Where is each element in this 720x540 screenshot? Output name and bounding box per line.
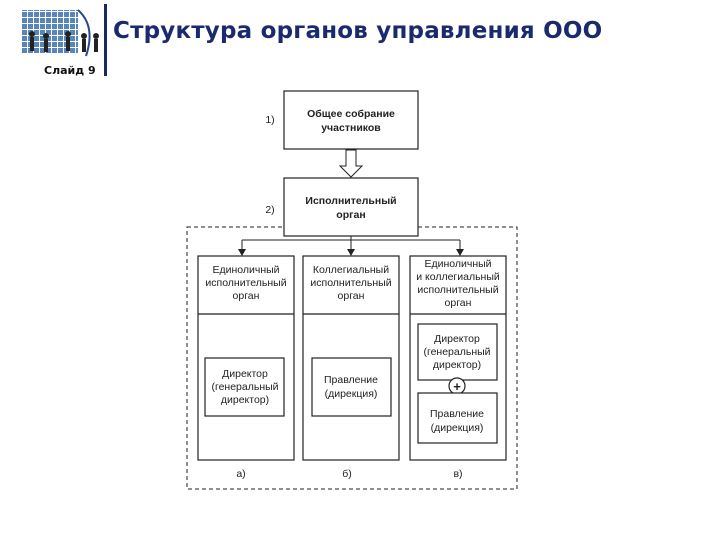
board-box-b (311, 357, 392, 417)
page-title: Структура органов управления ООО (113, 18, 603, 44)
column-c-title-line4: орган (445, 297, 472, 309)
director-box-a (204, 357, 285, 417)
general-meeting-line2: участников (321, 122, 381, 134)
board-c-line2: (дирекция) (431, 422, 484, 434)
header-divider (104, 4, 107, 76)
executive-body-line2: орган (336, 209, 365, 221)
executive-body-box (283, 177, 419, 237)
variant-label-a: а) (236, 468, 245, 480)
column-a-title-line1: Единоличный (212, 264, 279, 276)
column-b-title-line1: Коллегиальный (313, 264, 389, 276)
plus-sign: + (453, 379, 461, 394)
director-c-line1: Директор (434, 333, 480, 345)
director-box-c (417, 323, 498, 381)
board-box-c (417, 392, 498, 444)
arrowhead-b (347, 249, 355, 256)
column-c-title-line3: исполнительный (417, 284, 498, 296)
column-c-title-line2: и коллегиальный (416, 271, 500, 283)
board-c-line1: Правление (430, 408, 484, 420)
board-b-line2: (дирекция) (325, 388, 378, 400)
column-a-title-line3: орган (233, 290, 260, 302)
company-logo (22, 9, 99, 57)
director-c-line3: директор) (433, 359, 481, 371)
step1-number: 1) (265, 114, 274, 126)
column-b-title-line3: орган (338, 290, 365, 302)
general-meeting-line1: Общее собрание (307, 108, 395, 120)
arrowhead-a (238, 249, 246, 256)
column-c-title-line1: Единоличный (424, 258, 491, 270)
hollow-down-arrow (338, 149, 364, 178)
step2-number: 2) (265, 204, 274, 216)
column-a-title-line2: исполнительный (205, 277, 286, 289)
director-a-line3: директор) (221, 394, 269, 406)
director-c-line2: (генеральный (423, 346, 490, 358)
slide-number: Слайд 9 (44, 64, 96, 77)
general-meeting-box (283, 90, 419, 150)
variant-label-c: в) (453, 468, 462, 480)
director-a-line1: Директор (222, 368, 268, 380)
director-a-line2: (генеральный (211, 381, 278, 393)
board-b-line1: Правление (324, 374, 378, 386)
variant-label-b: б) (342, 468, 352, 480)
arrowhead-c (456, 249, 464, 256)
executive-body-line1: Исполнительный (305, 195, 396, 207)
column-b-title-line2: исполнительный (310, 277, 391, 289)
